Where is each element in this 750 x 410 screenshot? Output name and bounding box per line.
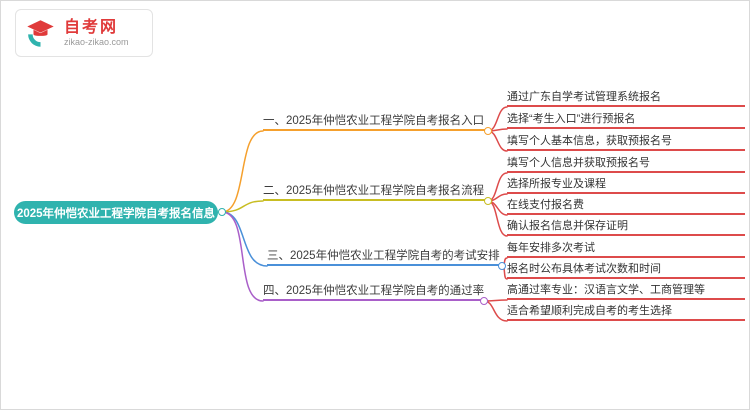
- leaf-node-2-4: 确认报名信息并保存证明: [507, 219, 745, 236]
- link-branch4-leaf2: [483, 300, 508, 322]
- site-logo-text: 自考网 zikao-zikao.com: [64, 19, 129, 47]
- leaf-node-2-3: 在线支付报名费: [507, 198, 745, 215]
- leaf-node-3-1: 每年安排多次考试: [507, 241, 745, 258]
- leaf-node-1-2: 选择“考生入口”进行预报名: [507, 112, 745, 129]
- branch-1-connector-dot: [484, 127, 492, 135]
- leaf-node-2-2: 选择所报专业及课程: [507, 177, 745, 194]
- leaf-node-1-3: 填写个人基本信息，获取预报名号: [507, 134, 745, 151]
- site-url: zikao-zikao.com: [64, 37, 129, 48]
- link-branch1-leaf3: [487, 130, 508, 152]
- branch-node-4: 四、2025年仲恺农业工程学院自考的通过率: [263, 283, 484, 301]
- link-branch2-leaf1: [487, 172, 508, 202]
- leaf-node-4-2: 适合希望顺利完成自考的考生选择: [507, 304, 745, 321]
- leaf-node-4-1: 高通过率专业：汉语言文学、工商管理等: [507, 283, 745, 300]
- mindmap-root-node: 2025年仲恺农业工程学院自考报名信息: [14, 201, 218, 224]
- root-connector-dot: [218, 208, 226, 216]
- link-root-branch-4: [221, 211, 264, 302]
- branch-node-3: 三、2025年仲恺农业工程学院自考的考试安排: [267, 248, 502, 266]
- branch-node-1: 一、2025年仲恺农业工程学院自考报名入口: [263, 113, 488, 131]
- site-name: 自考网: [64, 18, 119, 36]
- site-logo[interactable]: 自考网 zikao-zikao.com: [15, 9, 153, 57]
- link-root-branch-2: [221, 200, 264, 213]
- branch-2-connector-dot: [484, 197, 492, 205]
- link-branch2-leaf4: [487, 200, 508, 237]
- leaf-node-2-1: 填写个人信息并获取预报名号: [507, 156, 745, 173]
- leaf-node-1-1: 通过广东自学考试管理系统报名: [507, 90, 745, 107]
- branch-4-connector-dot: [480, 297, 488, 305]
- leaf-node-3-2: 报名时公布具体考试次数和时间: [507, 262, 745, 279]
- branch-node-2: 二、2025年仲恺农业工程学院自考报名流程: [263, 183, 488, 201]
- link-root-branch-1: [221, 130, 264, 213]
- branch-3-connector-dot: [498, 262, 506, 270]
- graduation-cap-logo-icon: [27, 19, 54, 47]
- link-root-branch-3: [221, 211, 268, 267]
